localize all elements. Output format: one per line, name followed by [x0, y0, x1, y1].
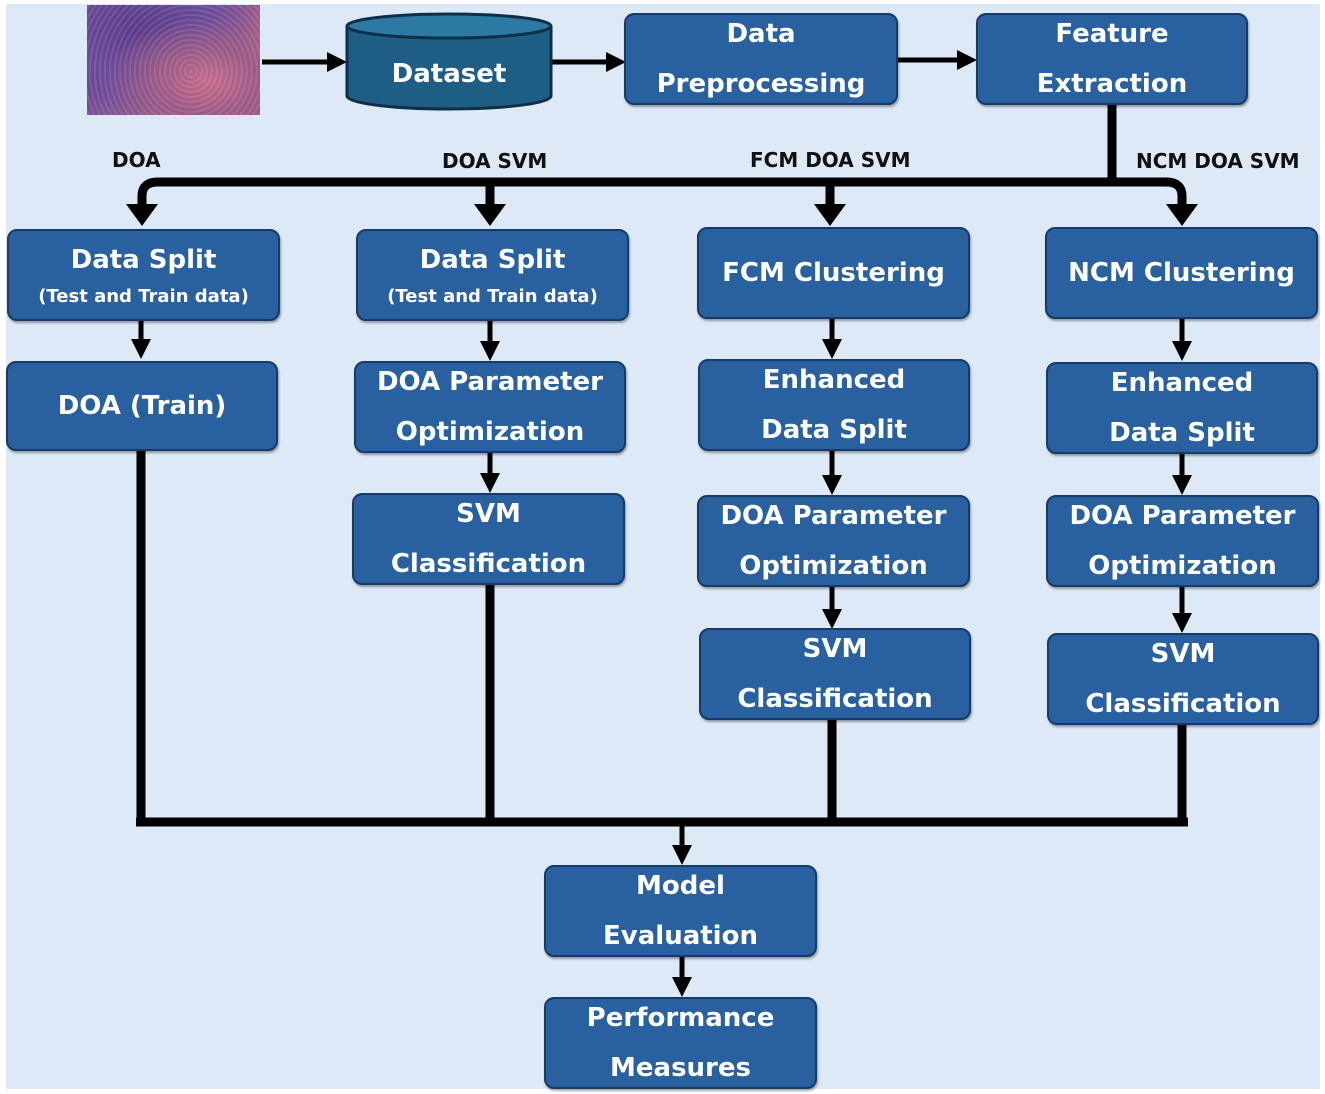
preprocessing-box: Data Preprocessing: [624, 13, 898, 105]
model-evaluation-line-1: Model: [636, 871, 725, 901]
c4-svm-line-1: SVM: [1150, 639, 1216, 669]
c3-enhanced-split-box: Enhanced Data Split: [698, 359, 970, 451]
c4-ncm-clustering-label: NCM Clustering: [1068, 258, 1295, 288]
feature-extraction-line-2: Extraction: [1036, 69, 1188, 99]
c4-enhanced-line-2: Data Split: [1109, 418, 1255, 448]
c4-ncm-clustering-box: NCM Clustering: [1045, 227, 1318, 319]
c4-doa-optimization-line-1: DOA Parameter: [1069, 501, 1296, 531]
c1-doa-train-box: DOA (Train): [6, 361, 278, 451]
c3-doa-optimization-box: DOA Parameter Optimization: [697, 495, 970, 587]
c2-data-split-title: Data Split: [419, 245, 566, 275]
performance-measures-line-2: Measures: [610, 1053, 751, 1083]
c3-svm-classification-box: SVM Classification: [699, 628, 971, 720]
branch-label-fcm-doa-svm: FCM DOA SVM: [750, 148, 911, 172]
dataset-cylinder: Dataset: [345, 12, 553, 111]
c2-svm-line-1: SVM: [456, 499, 521, 529]
c4-svm-classification-box: SVM Classification: [1047, 633, 1319, 725]
c2-svm-line-2: Classification: [390, 549, 587, 579]
feature-extraction-line-1: Feature: [1055, 19, 1169, 49]
c3-enhanced-line-1: Enhanced: [762, 365, 906, 395]
c3-enhanced-line-2: Data Split: [761, 415, 907, 445]
performance-measures-line-1: Performance: [586, 1003, 775, 1033]
c2-doa-optimization-line-1: DOA Parameter: [376, 367, 604, 397]
c4-doa-optimization-line-2: Optimization: [1088, 551, 1277, 581]
c1-data-split-box: Data Split (Test and Train data): [7, 229, 280, 321]
c3-doa-optimization-line-1: DOA Parameter: [720, 501, 947, 531]
c3-svm-line-1: SVM: [802, 634, 868, 664]
c4-enhanced-split-box: Enhanced Data Split: [1046, 362, 1318, 454]
fingerprint-image: [87, 5, 260, 115]
c2-doa-optimization-line-2: Optimization: [395, 417, 585, 447]
c2-doa-optimization-box: DOA Parameter Optimization: [354, 361, 626, 453]
preprocessing-line-2: Preprocessing: [656, 69, 866, 99]
c4-enhanced-line-1: Enhanced: [1110, 368, 1254, 398]
model-evaluation-line-2: Evaluation: [603, 921, 758, 951]
branch-label-ncm-doa-svm: NCM DOA SVM: [1136, 149, 1300, 173]
branch-label-doa-svm: DOA SVM: [442, 149, 548, 173]
c1-doa-train-label: DOA (Train): [57, 391, 227, 421]
c3-svm-line-2: Classification: [737, 684, 933, 714]
branch-label-doa: DOA: [112, 148, 161, 172]
c2-data-split-subtitle: (Test and Train data): [387, 286, 598, 307]
c3-fcm-clustering-box: FCM Clustering: [697, 227, 970, 319]
c2-data-split-box: Data Split (Test and Train data): [356, 229, 629, 321]
c3-doa-optimization-line-2: Optimization: [739, 551, 928, 581]
preprocessing-line-1: Data: [726, 19, 796, 49]
bus-drop-arrowheads: [126, 204, 1198, 226]
feature-extraction-box: Feature Extraction: [976, 13, 1248, 105]
c2-svm-classification-box: SVM Classification: [352, 493, 625, 585]
c1-data-split-title: Data Split: [70, 245, 217, 275]
c3-fcm-clustering-label: FCM Clustering: [722, 258, 945, 288]
c1-data-split-subtitle: (Test and Train data): [38, 286, 249, 307]
c4-svm-line-2: Classification: [1085, 689, 1281, 719]
distribution-bus: [137, 177, 1187, 206]
model-evaluation-box: Model Evaluation: [544, 865, 817, 957]
performance-measures-box: Performance Measures: [544, 997, 817, 1089]
c4-doa-optimization-box: DOA Parameter Optimization: [1046, 495, 1319, 587]
dataset-label: Dataset: [392, 59, 507, 89]
